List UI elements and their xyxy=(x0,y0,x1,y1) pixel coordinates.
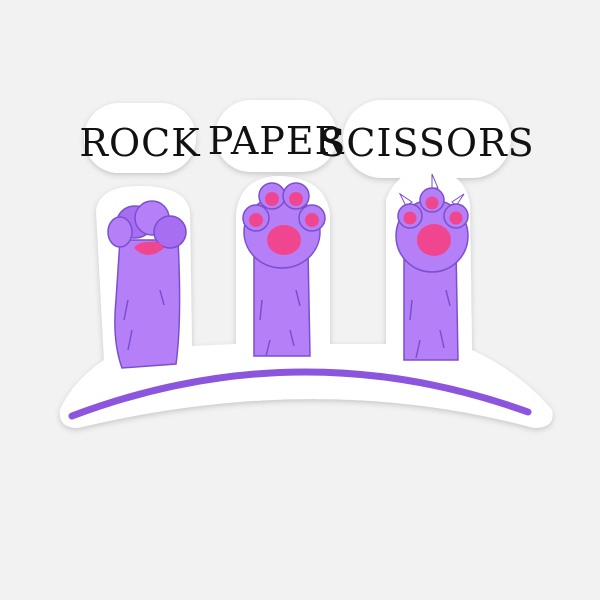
paper-label: PAPER xyxy=(208,119,345,163)
rock-label: ROCK xyxy=(79,121,200,165)
fist-paw-icon xyxy=(107,200,187,369)
clawed-paw-icon xyxy=(395,173,469,361)
ground-arc xyxy=(68,368,532,420)
scissors-label: SCISSORS xyxy=(319,121,534,165)
open-paw-icon xyxy=(242,182,326,357)
